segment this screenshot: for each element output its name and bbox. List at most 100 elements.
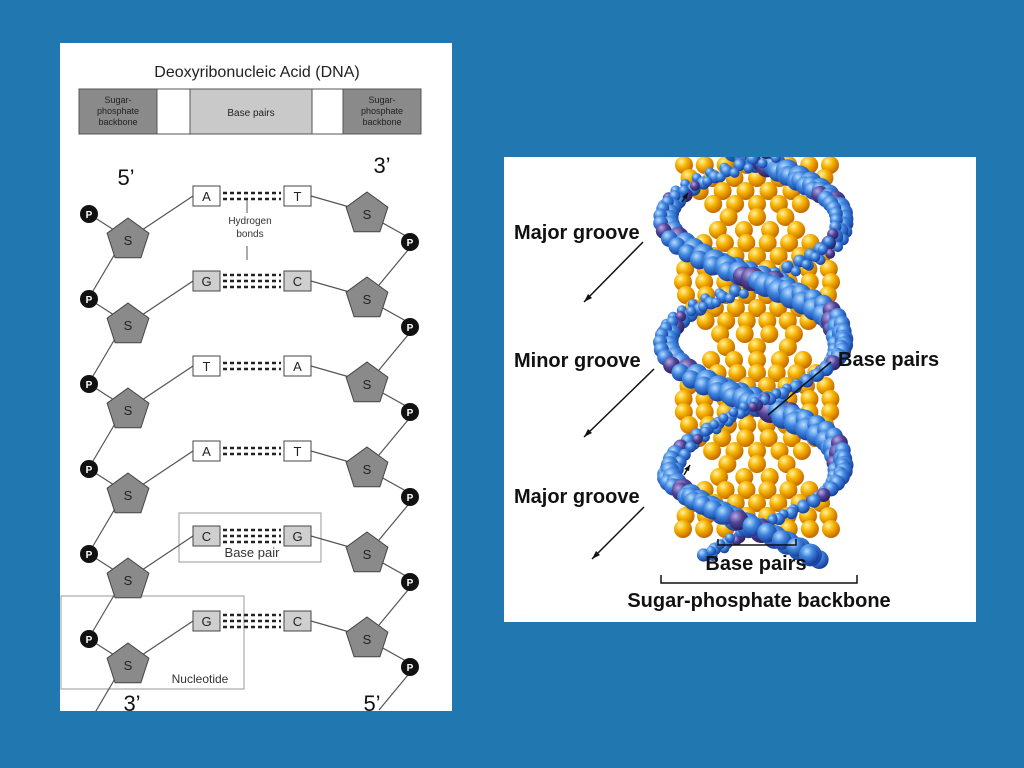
backbone-atom [817, 244, 828, 255]
backbone-atom [743, 163, 754, 174]
left-backbone-link [92, 251, 117, 292]
legend-right-line-2: phosphate [361, 106, 403, 116]
left-sugar [106, 472, 150, 514]
minor-groove-arrowhead [584, 429, 592, 437]
right-sugar-label: S [363, 462, 372, 477]
nucleotide-label: Nucleotide [172, 672, 229, 686]
left-sugar-base-link [141, 620, 194, 656]
left-sugar-base-link [141, 195, 194, 231]
major-groove-top-arrowhead [584, 294, 592, 302]
right-sugar-phosphate-link [380, 391, 407, 407]
legend-backbone-right [342, 88, 422, 135]
right-base-letter: T [294, 189, 302, 204]
right-base-letter: A [293, 359, 302, 374]
right-base-letter: T [294, 444, 302, 459]
end-label-bottom-right: 5’ [363, 691, 380, 711]
right-backbone-link [378, 589, 409, 626]
right-sugar-base-link [310, 535, 354, 549]
base-pair-label: Base pair [225, 545, 281, 560]
backbone-atom [715, 172, 726, 183]
diagram-title: Deoxyribonucleic Acid (DNA) [154, 64, 359, 81]
base-atom [769, 494, 788, 512]
backbone-atom [675, 311, 687, 322]
right-backbone-link [378, 504, 409, 541]
right-base [283, 185, 312, 207]
left-base-letter: C [202, 529, 211, 544]
left-sugar [106, 557, 150, 599]
backbone-atom [690, 180, 700, 191]
right-sugar-label: S [363, 292, 372, 307]
base-atom [735, 325, 754, 343]
left-sugar-label: S [124, 403, 133, 418]
base-atom [748, 494, 766, 512]
right-sugar [345, 276, 389, 318]
left-sugar-label: S [124, 658, 133, 673]
backbone-atom [709, 419, 720, 430]
label-major-groove-bottom: Major groove [514, 486, 640, 508]
base-atom [748, 442, 766, 460]
left-backbone-link [92, 506, 117, 547]
backbone-atom [678, 185, 690, 197]
base-atom [792, 442, 811, 460]
right-sugar-base-link [310, 365, 354, 379]
right-sugar-base-link [310, 450, 354, 464]
left-phosphate-label: P [86, 380, 93, 391]
backbone-atom [698, 301, 709, 312]
left-phosphate-label: P [86, 465, 93, 476]
base-atom [748, 455, 766, 473]
base-atom [736, 182, 755, 200]
left-base-letter: T [203, 359, 211, 374]
backbone-atom [706, 546, 717, 556]
legend-left-line-2: phosphate [97, 106, 139, 116]
major-groove-bottom-arrowhead [592, 551, 600, 559]
left-sugar [106, 217, 150, 259]
dna-helix-illustration: Major groove Minor groove Major groove B… [514, 157, 939, 612]
backbone-atom [711, 297, 722, 308]
dna-ladder-diagram: Deoxyribonucleic Acid (DNA) Sugar- phosp… [60, 64, 422, 717]
legend-center-text: Base pairs [227, 108, 274, 119]
backbone-atom [724, 293, 735, 304]
left-phosphate [80, 375, 98, 393]
base-atom [716, 481, 735, 499]
right-sugar-phosphate-link [380, 561, 407, 577]
backbone-bracket [660, 575, 858, 584]
right-base [283, 355, 312, 377]
left-sugar [106, 302, 150, 344]
base-atom [822, 520, 840, 538]
backbone-atom [825, 248, 836, 259]
right-sugar-label: S [363, 632, 372, 647]
left-sugar-base-link [141, 280, 194, 316]
left-base [192, 610, 221, 632]
base-atom [674, 390, 693, 408]
left-backbone-link [92, 591, 117, 632]
end-label-bottom-left: 3’ [123, 691, 140, 711]
backbone-atom [800, 545, 820, 565]
left-phosphate [80, 630, 98, 648]
base-atom [704, 195, 723, 213]
base-atom [769, 247, 788, 265]
right-sugar-base-link [310, 620, 354, 634]
left-sugar [106, 387, 150, 429]
right-sugar [345, 361, 389, 403]
right-phosphate-label: P [407, 238, 414, 249]
base-atom [737, 234, 756, 252]
right-sugar-base-link [310, 195, 354, 209]
nucleotide-highlight-box [60, 595, 245, 690]
right-phosphate [401, 233, 419, 251]
left-base-letter: G [201, 614, 211, 629]
left-base [192, 185, 221, 207]
base-atom [736, 429, 755, 447]
left-phosphate [80, 545, 98, 563]
end-label-top-left: 5’ [117, 165, 134, 190]
base-atom [776, 208, 795, 226]
base-atom [758, 481, 777, 499]
major-groove-top-arrow [583, 241, 644, 303]
end-label-top-right: 3’ [373, 153, 390, 178]
dna-schematic-panel: Deoxyribonucleic Acid (DNA) Sugar- phosp… [60, 43, 452, 717]
backbone-atom [718, 413, 729, 424]
backbone-atom [790, 266, 801, 277]
backbone-atom [725, 533, 735, 543]
backbone-atom [770, 157, 781, 163]
